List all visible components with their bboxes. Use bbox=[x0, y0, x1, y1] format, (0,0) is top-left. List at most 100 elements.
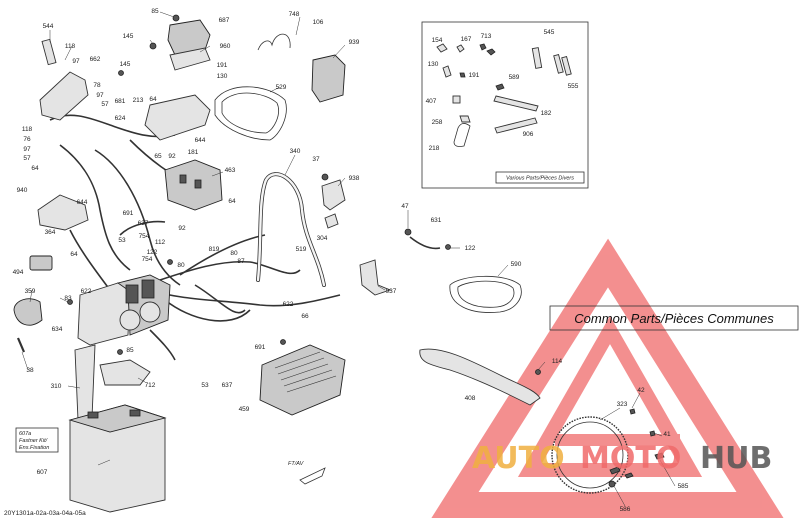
watermark-text: AUTO MOTO HUB bbox=[472, 441, 772, 476]
callout-42: 42 bbox=[637, 387, 645, 394]
callout-53: 53 bbox=[201, 382, 209, 389]
callout-304: 304 bbox=[317, 235, 328, 242]
callout-938: 938 bbox=[349, 175, 360, 182]
callout-463: 463 bbox=[225, 167, 236, 174]
callout-644: 644 bbox=[195, 137, 206, 144]
callout-145: 145 bbox=[120, 61, 131, 68]
callout-65: 65 bbox=[154, 153, 162, 160]
watermark-hub: HUB bbox=[700, 441, 772, 476]
callout-118: 118 bbox=[65, 43, 76, 50]
callout-634: 634 bbox=[52, 326, 63, 333]
callout-589: 589 bbox=[509, 74, 520, 81]
callout-191: 191 bbox=[217, 62, 228, 69]
callout-122: 122 bbox=[147, 249, 158, 256]
callout-130: 130 bbox=[428, 61, 439, 68]
callout-106: 106 bbox=[313, 19, 324, 26]
callout-57: 57 bbox=[23, 155, 31, 162]
callout-960: 960 bbox=[220, 43, 231, 50]
various-parts-box bbox=[421, 21, 589, 189]
callout-191: 191 bbox=[469, 72, 480, 79]
callout-359: 359 bbox=[25, 288, 36, 295]
callout-92: 92 bbox=[178, 225, 186, 232]
callout-38: 38 bbox=[26, 367, 34, 374]
callout-586: 586 bbox=[620, 506, 631, 513]
callout-labels: 544 118 97 662 78 97 57 118 76 97 57 64 … bbox=[13, 8, 689, 513]
callout-607: 607 bbox=[37, 469, 48, 476]
callout-544: 544 bbox=[43, 23, 54, 30]
callout-182: 182 bbox=[541, 110, 552, 117]
various-parts-label-frame bbox=[495, 171, 585, 184]
callout-819: 819 bbox=[209, 246, 220, 253]
callout-687: 687 bbox=[219, 17, 230, 24]
callout-80: 80 bbox=[230, 250, 238, 257]
callout-85: 85 bbox=[151, 8, 159, 15]
callout-754: 754 bbox=[139, 233, 150, 240]
callout-97: 97 bbox=[72, 58, 80, 65]
common-parts-box bbox=[549, 305, 799, 331]
common-parts-label: Common Parts/Pièces Communes bbox=[574, 311, 774, 326]
callout-130: 130 bbox=[217, 73, 228, 80]
callout-97: 97 bbox=[96, 92, 104, 99]
callout-691: 691 bbox=[123, 210, 134, 217]
fastener-kit-fr: Ens.Fixation bbox=[19, 445, 49, 451]
watermark-moto: MOTO bbox=[580, 441, 681, 476]
callout-87: 87 bbox=[237, 258, 245, 265]
callout-407: 407 bbox=[426, 98, 437, 105]
callout-545: 545 bbox=[544, 29, 555, 36]
callout-529: 529 bbox=[276, 84, 287, 91]
callout-939: 939 bbox=[349, 39, 360, 46]
callout-519: 519 bbox=[296, 246, 307, 253]
callout-122: 122 bbox=[465, 245, 476, 252]
callout-64: 64 bbox=[149, 96, 157, 103]
callout-97: 97 bbox=[23, 146, 31, 153]
document-code: 20Y1301a-02a-03a-04a-05a bbox=[4, 510, 86, 517]
callout-154: 154 bbox=[432, 37, 443, 44]
callout-80: 80 bbox=[177, 262, 185, 269]
callout-622: 622 bbox=[81, 288, 92, 295]
callout-631: 631 bbox=[431, 217, 442, 224]
various-parts-label: Various Parts/Pièces Divers bbox=[506, 176, 574, 182]
callout-637: 637 bbox=[138, 220, 149, 227]
callout-181: 181 bbox=[188, 149, 199, 156]
callout-83: 83 bbox=[64, 295, 72, 302]
callout-47: 47 bbox=[401, 203, 409, 210]
callout-310: 310 bbox=[51, 383, 62, 390]
callout-76: 76 bbox=[23, 136, 31, 143]
callout-622: 622 bbox=[283, 301, 294, 308]
callout-41: 41 bbox=[663, 431, 671, 438]
callout-114: 114 bbox=[552, 358, 563, 365]
callout-624: 624 bbox=[115, 115, 126, 122]
callout-85: 85 bbox=[126, 347, 134, 354]
various-parts-items bbox=[436, 43, 572, 147]
callout-53: 53 bbox=[118, 237, 126, 244]
callout-167: 167 bbox=[461, 36, 472, 43]
callout-37: 37 bbox=[312, 156, 320, 163]
callout-681: 681 bbox=[115, 98, 126, 105]
callout-940: 940 bbox=[17, 187, 28, 194]
callout-66: 66 bbox=[301, 313, 309, 320]
callout-712: 712 bbox=[145, 382, 156, 389]
callout-64: 64 bbox=[228, 198, 236, 205]
watermark-auto: AUTO bbox=[472, 441, 565, 476]
callout-637: 637 bbox=[222, 382, 233, 389]
fastener-kit-code: 607a bbox=[19, 431, 31, 437]
callout-92: 92 bbox=[168, 153, 176, 160]
callout-691: 691 bbox=[255, 344, 266, 351]
fastener-kit-box bbox=[15, 427, 59, 453]
callout-937: 937 bbox=[386, 288, 397, 295]
callout-213: 213 bbox=[133, 97, 144, 104]
callout-408: 408 bbox=[465, 395, 476, 402]
fastener-kit-en: Fastner Kit/ bbox=[19, 438, 48, 444]
callout-662: 662 bbox=[90, 56, 101, 63]
callout-78: 78 bbox=[93, 82, 101, 89]
callout-258: 258 bbox=[432, 119, 443, 126]
callout-590: 590 bbox=[511, 261, 522, 268]
callout-585: 585 bbox=[678, 483, 689, 490]
callout-644: 644 bbox=[77, 199, 88, 206]
callout-364: 364 bbox=[45, 229, 56, 236]
front-arrow-label: FT/AV bbox=[288, 461, 305, 467]
callout-323: 323 bbox=[617, 401, 628, 408]
callout-555: 555 bbox=[568, 83, 579, 90]
